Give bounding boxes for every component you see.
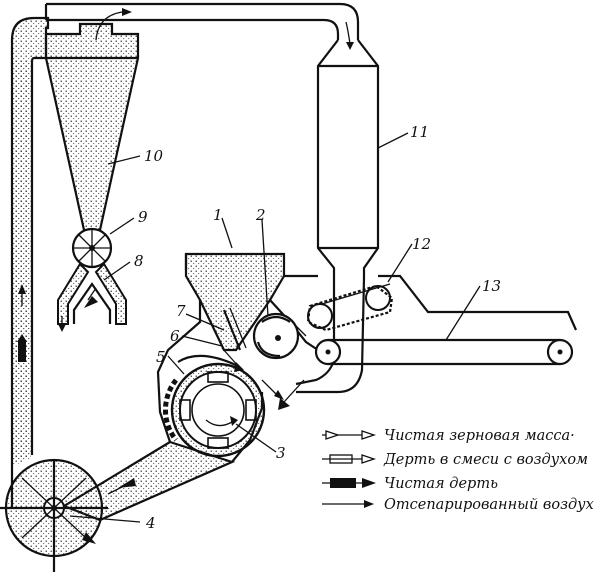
legend-item-3: Чистая дерть (384, 476, 498, 492)
return-pipe (10, 16, 50, 468)
label-13: 13 (482, 277, 501, 295)
rotary-feeder (71, 227, 113, 269)
legend-symbol-separated-air (322, 500, 374, 508)
feed-roller (252, 312, 307, 360)
label-5: 5 (156, 348, 166, 366)
cyclone (44, 22, 140, 232)
label-7: 7 (176, 302, 186, 320)
label-1: 1 (213, 206, 223, 224)
label-6: 6 (170, 327, 180, 345)
label-12: 12 (412, 235, 431, 253)
legend-item-2: Дерть в смеси с воздухом (383, 452, 588, 468)
separator (316, 39, 380, 278)
crushing-drum (162, 362, 266, 458)
outlet-branches (57, 262, 127, 332)
flow-arrows (17, 284, 305, 410)
label-10: 10 (144, 147, 164, 165)
legend-item-4: Отсепарированный воздух (384, 497, 594, 513)
label-3: 3 (276, 444, 286, 462)
belt-conveyor (314, 338, 574, 366)
chain-conveyor (306, 283, 394, 332)
label-2: 2 (255, 206, 266, 224)
legend-symbol-clean-meal (322, 478, 376, 488)
hopper (184, 252, 286, 352)
label-8: 8 (134, 252, 144, 270)
top-duct (44, 2, 360, 50)
discharge-duct (61, 440, 236, 522)
feed-deck (177, 307, 284, 400)
fan (0, 458, 108, 572)
label-9: 9 (138, 208, 148, 226)
legend-symbol-clean-grain (322, 430, 377, 440)
legend-item-1: Чистая зерновая масса· (384, 428, 575, 444)
legend: Чистая зерновая масса· Дерть в смеси с в… (322, 428, 594, 513)
leader-lines (69, 132, 481, 523)
legend-symbol-meal-air (322, 454, 377, 464)
label-4: 4 (145, 514, 156, 532)
label-11: 11 (410, 123, 429, 141)
